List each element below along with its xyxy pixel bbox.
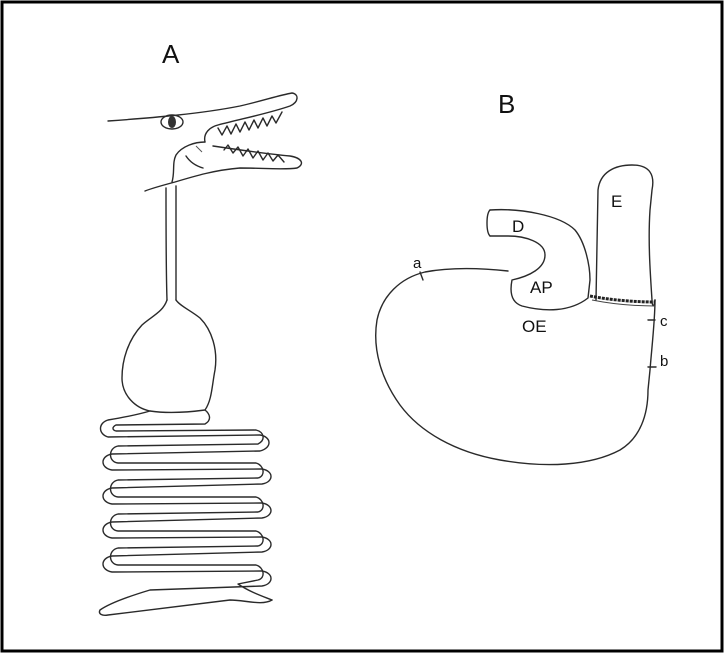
- label-pyloric-orifice: OE: [522, 317, 547, 336]
- stomach-drawing: [122, 300, 216, 413]
- esophagus-drawing: [596, 165, 655, 306]
- panel-b-label: B: [498, 89, 515, 119]
- label-marker-b: b: [660, 353, 668, 370]
- panel-b: B D E AP OE a c b: [376, 89, 669, 465]
- crocodile-head-drawing: [108, 93, 301, 191]
- label-marker-c: c: [660, 313, 668, 330]
- panel-a-label: A: [162, 39, 180, 69]
- label-duodenum: D: [512, 217, 524, 236]
- label-esophagus: E: [611, 192, 622, 211]
- label-marker-a: a: [413, 255, 422, 272]
- stomach-body-drawing: [376, 269, 655, 465]
- label-pyloric-antrum: AP: [530, 278, 553, 297]
- panel-a: A: [99, 39, 301, 615]
- esophagus-tube-drawing: [166, 186, 176, 300]
